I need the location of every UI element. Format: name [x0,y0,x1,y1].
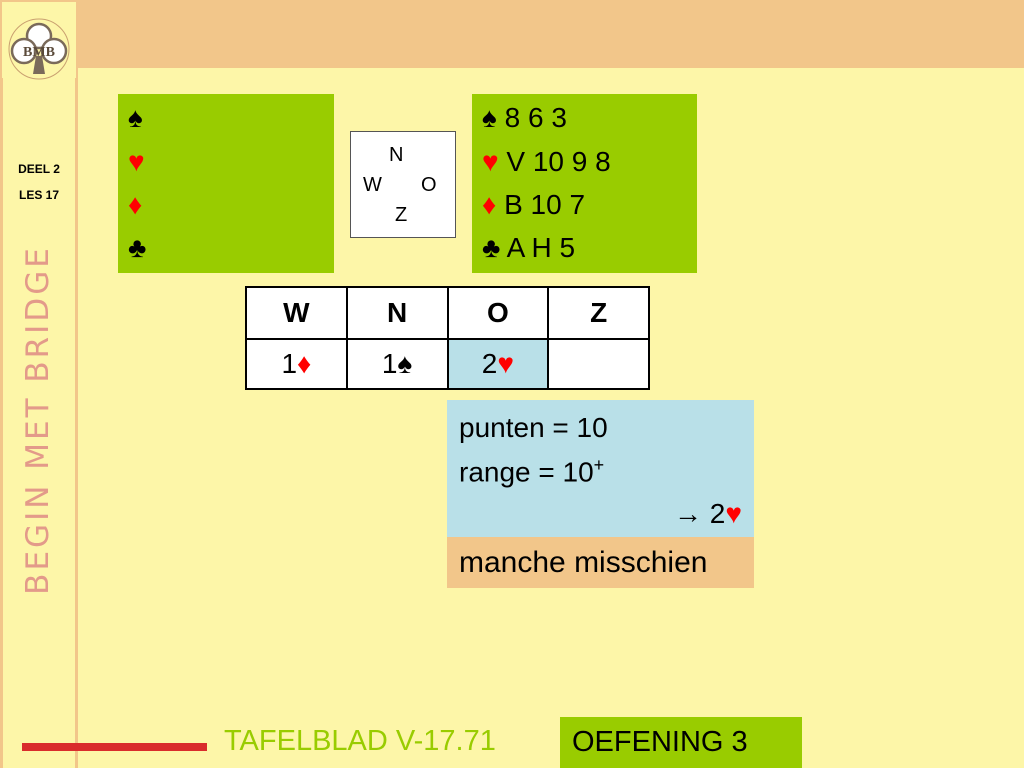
bidding-header-south: Z [547,286,650,340]
club-logo-icon: BMB [8,18,70,80]
range-value: range = 10 [459,456,594,488]
north-diamonds: ♦ B 10 7 [482,185,585,225]
top-bar [0,0,1024,68]
bidding-header-north: N [345,286,449,340]
bidding-header-row: W N O Z [245,286,650,340]
north-hearts: ♥ V 10 9 8 [482,142,611,182]
heart-icon: ♥ [497,348,514,379]
arrow-right-icon: → [674,498,703,529]
bidding-row: 1♦ 1♠ 2♥ [245,338,650,390]
diamond-icon: ♦ [297,348,312,379]
compass-west: W [363,174,382,196]
compass: N W O Z [350,131,456,238]
bid-level: 1 [281,348,298,379]
footer-red-line [22,743,207,751]
bid-level: 2 [481,348,498,379]
west-hand: ♠ ♥ ♦ ♣ [118,94,334,273]
course-title: BEGIN MET BRIDGE [20,245,56,595]
north-spades: ♠ 8 6 3 [482,98,567,138]
west-spades: ♠ [128,98,143,138]
heart-icon: ♥ [725,498,742,529]
bidding-header-east: O [446,286,550,340]
heart-icon: ♥ [482,146,499,177]
north-hand: ♠ 8 6 3 ♥ V 10 9 8 ♦ B 10 7 ♣ A H 5 [472,94,697,273]
north-spades-cards: 8 6 3 [504,102,567,133]
left-sidebar: DEEL 2 LES 17 BEGIN MET BRIDGE [0,0,78,768]
west-clubs: ♣ [128,228,146,268]
north-clubs: ♣ A H 5 [482,228,575,268]
bid-south [547,338,650,390]
bidding-table: W N O Z 1♦ 1♠ 2♥ [245,286,650,390]
info-box: punten = 10 range = 10+ → 2♥ [447,400,754,537]
sidebar-panel: DEEL 2 LES 17 [3,70,75,768]
logo-box: BMB [2,2,76,80]
compass-north: N [389,144,404,166]
club-icon: ♣ [128,232,147,263]
range-plus: + [593,455,605,475]
north-clubs-cards: A H 5 [506,232,576,263]
spade-icon: ♠ [397,348,413,379]
north-hearts-cards: V 10 9 8 [506,146,611,177]
compass-east: O [421,174,437,196]
spade-icon: ♠ [128,102,143,133]
spade-icon: ♠ [482,102,497,133]
compass-south: Z [395,204,408,226]
bid-east: 2♥ [446,338,550,390]
bid-level: 2 [709,498,726,529]
manche-text: manche misschien [447,537,754,588]
bid-level: 1 [381,348,398,379]
tafelblad-label: TAFELBLAD V-17.71 [224,725,496,757]
diamond-icon: ♦ [482,189,497,220]
bid-west: 1♦ [245,338,348,390]
west-hearts: ♥ [128,142,145,182]
diamond-icon: ♦ [128,189,143,220]
punten-text: punten = 10 [459,412,608,443]
bid-north: 1♠ [345,338,449,390]
svg-text:BMB: BMB [23,45,55,60]
club-icon: ♣ [482,232,501,263]
les-label: LES 17 [18,188,60,202]
west-diamonds: ♦ [128,185,142,225]
range-text: range = 10+ [459,455,604,488]
conclusion-bid: → 2♥ [674,498,742,530]
deel-label: DEEL 2 [18,162,60,176]
heart-icon: ♥ [128,146,145,177]
bidding-header-west: W [245,286,348,340]
north-diamonds-cards: B 10 7 [504,189,586,220]
oefening-label: OEFENING 3 [560,717,802,768]
